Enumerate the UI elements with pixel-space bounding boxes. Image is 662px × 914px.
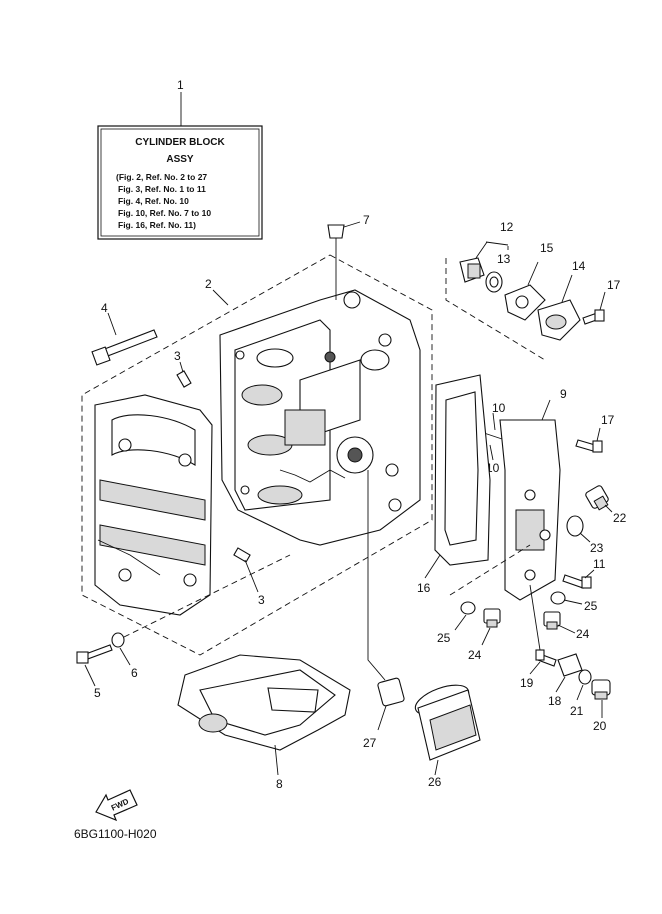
callout-20: 20	[593, 719, 607, 733]
callout-11: 11	[593, 557, 606, 571]
callout-14: 14	[572, 259, 586, 273]
callout-15: 15	[540, 241, 554, 255]
info-box-ref: Fig. 4, Ref. No. 10	[118, 196, 189, 206]
plug	[585, 485, 613, 513]
bolt	[529, 649, 557, 675]
thermostat-gasket	[504, 261, 546, 321]
crankcase-half	[94, 394, 213, 616]
callout-25-left: 25	[437, 631, 451, 645]
callout-6: 6	[131, 666, 138, 680]
gasket-ring	[576, 669, 592, 701]
callout-24-left: 24	[468, 648, 482, 662]
exhaust-gasket	[424, 374, 491, 579]
sleeve	[555, 653, 583, 693]
callout-16: 16	[417, 581, 431, 595]
info-box-ref: Fig. 10, Ref. No. 7 to 10	[118, 208, 211, 218]
bolt	[575, 427, 603, 453]
info-box-ref: (Fig. 2, Ref. No. 2 to 27	[116, 172, 207, 182]
callout-18: 18	[548, 694, 562, 708]
info-box-title: CYLINDER BLOCK	[135, 137, 225, 148]
drawing-code: 6BG1100-H020	[74, 827, 157, 841]
drain-plug	[481, 608, 501, 646]
callout-3-upper: 3	[174, 349, 181, 363]
callout-7: 7	[363, 213, 370, 227]
bolt	[76, 644, 113, 687]
callout-25-right: 25	[584, 599, 598, 613]
callout-13: 13	[497, 252, 511, 266]
callout-2: 2	[205, 277, 212, 291]
gasket-ring	[566, 515, 591, 543]
callout-19: 19	[520, 676, 534, 690]
callout-21: 21	[570, 704, 584, 718]
callout-1: 1	[177, 78, 184, 92]
info-box-subtitle: ASSY	[166, 154, 194, 165]
callout-5: 5	[94, 686, 101, 700]
bolt	[562, 569, 595, 589]
gasket-ring	[550, 591, 583, 605]
gasket-ring	[454, 601, 476, 631]
callout-12: 12	[500, 220, 514, 234]
callout-10-upper: 10	[492, 401, 506, 415]
cylinder-block	[219, 289, 421, 546]
dowel-pin	[176, 361, 192, 388]
gasket	[177, 654, 351, 776]
plug	[591, 679, 611, 718]
dowel-pin	[233, 547, 259, 593]
callout-17-upper: 17	[607, 278, 621, 292]
exhaust-inner-cover	[499, 419, 561, 651]
callout-3-lower: 3	[258, 593, 265, 607]
info-box-ref: Fig. 16, Ref. No. 11)	[118, 220, 196, 230]
oil-filter	[414, 684, 481, 776]
anode-assembly	[445, 241, 546, 361]
info-box-ref: Fig. 3, Ref. No. 1 to 11	[118, 184, 206, 194]
thermostat-cover	[537, 274, 581, 341]
plug	[327, 221, 361, 300]
callout-4: 4	[101, 301, 108, 315]
callout-27: 27	[363, 736, 377, 750]
callout-23: 23	[590, 541, 604, 555]
callout-8: 8	[276, 777, 283, 791]
bolt	[91, 312, 158, 366]
callout-17-lower: 17	[601, 413, 615, 427]
callout-22: 22	[613, 511, 627, 525]
bolt	[582, 291, 606, 325]
callout-24-right: 24	[576, 627, 590, 641]
callout-26: 26	[428, 775, 442, 789]
assembly-boundary	[81, 254, 433, 656]
info-box: CYLINDER BLOCK ASSY (Fig. 2, Ref. No. 2 …	[97, 92, 263, 240]
drain-plug	[543, 611, 576, 634]
callout-9: 9	[560, 387, 567, 401]
washer	[111, 554, 291, 666]
forward-arrow-icon: FWD	[95, 789, 138, 822]
oil-filter-union	[377, 677, 405, 731]
